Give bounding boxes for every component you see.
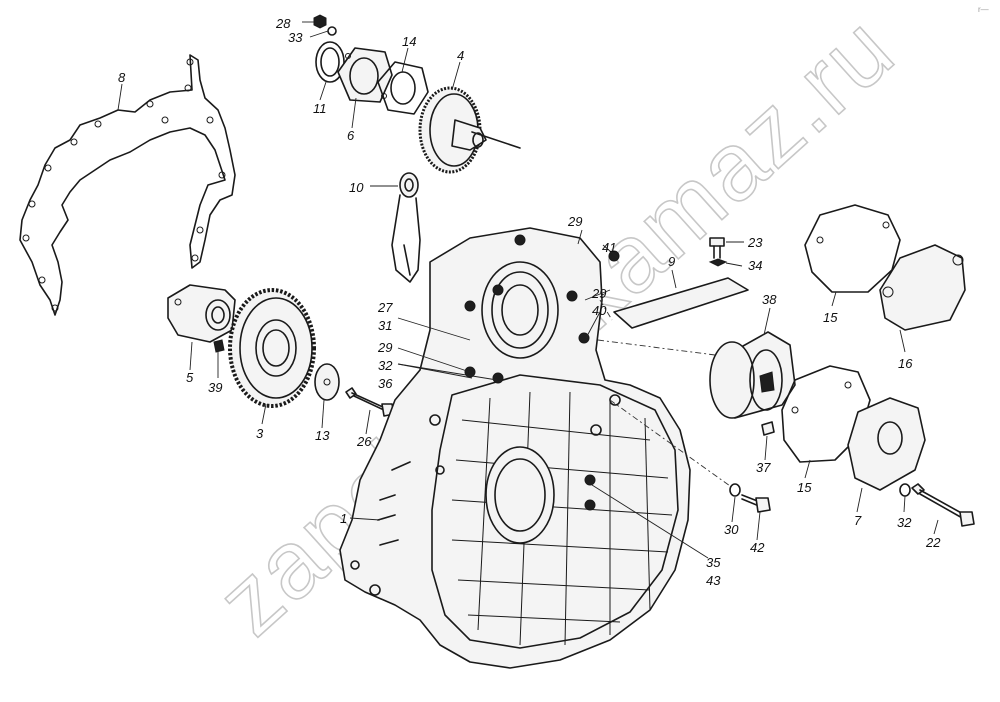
part-22-bolt	[911, 483, 975, 527]
part-33-washer	[327, 26, 337, 36]
callout-38: 38	[762, 292, 777, 307]
callout-36: 36	[378, 376, 393, 391]
part-9-plate	[613, 277, 749, 329]
part-16-cover	[879, 244, 966, 331]
callout-33: 33	[288, 30, 303, 45]
part-15-gasket-upper	[804, 204, 901, 293]
callout-9: 9	[668, 254, 675, 269]
part-39-bolt	[213, 339, 225, 353]
callout-10: 10	[349, 180, 364, 195]
callout-32a: 32	[378, 358, 393, 373]
part-4-gear	[418, 86, 521, 174]
part-28-nut	[313, 14, 327, 29]
part-23-bolt	[709, 237, 725, 259]
callout-1: 1	[340, 511, 347, 526]
part-5-bracket	[167, 284, 236, 343]
callout-6: 6	[347, 128, 355, 143]
callout-labels: 28 33 14 4 8 11 6 10 29 41 23 34 9 29 40…	[118, 16, 941, 588]
callout-26: 26	[356, 434, 372, 449]
callout-32b: 32	[897, 515, 912, 530]
callout-13: 13	[315, 428, 330, 443]
callout-7: 7	[854, 513, 862, 528]
callout-40: 40	[592, 303, 607, 318]
part-13-washer	[314, 363, 340, 401]
callout-4: 4	[457, 48, 464, 63]
part-1-flywheel-housing	[339, 227, 691, 669]
part-6-flange	[337, 47, 393, 103]
corner-mark: r—	[978, 5, 989, 14]
callout-15a: 15	[823, 310, 838, 325]
part-37-bolt	[761, 421, 775, 436]
callout-27: 27	[377, 300, 393, 315]
callout-30: 30	[724, 522, 739, 537]
part-38-drum	[709, 331, 796, 419]
part-7-cover	[847, 397, 926, 491]
assembly-center-lines	[597, 299, 731, 487]
callout-43: 43	[706, 573, 721, 588]
part-42-bolt	[741, 494, 771, 513]
part-32-washer	[899, 483, 911, 497]
callout-22: 22	[925, 535, 941, 550]
callout-39: 39	[208, 380, 222, 395]
callout-41: 41	[602, 240, 616, 255]
part-30-washer	[729, 483, 741, 497]
part-34-washer	[708, 258, 728, 267]
part-10-bracket	[391, 172, 421, 283]
callout-3: 3	[256, 426, 264, 441]
callout-35: 35	[706, 555, 721, 570]
callout-15b: 15	[797, 480, 812, 495]
callout-23: 23	[747, 235, 763, 250]
part-3-gear	[228, 288, 316, 408]
callout-29b: 29	[591, 286, 606, 301]
part-11-seal	[315, 41, 345, 83]
leader-lines	[117, 21, 939, 559]
callout-34: 34	[748, 258, 762, 273]
callout-11: 11	[313, 101, 327, 116]
callout-29a: 29	[567, 214, 582, 229]
part-14-gasket	[377, 61, 429, 115]
callout-42: 42	[750, 540, 765, 555]
part-8-gasket	[19, 54, 236, 316]
callout-5: 5	[186, 370, 194, 385]
callout-31: 31	[378, 318, 392, 333]
callout-28: 28	[275, 16, 291, 31]
callout-8: 8	[118, 70, 126, 85]
callout-14: 14	[402, 34, 416, 49]
callout-37: 37	[756, 460, 771, 475]
callout-16: 16	[898, 356, 913, 371]
callout-29c: 29	[377, 340, 392, 355]
